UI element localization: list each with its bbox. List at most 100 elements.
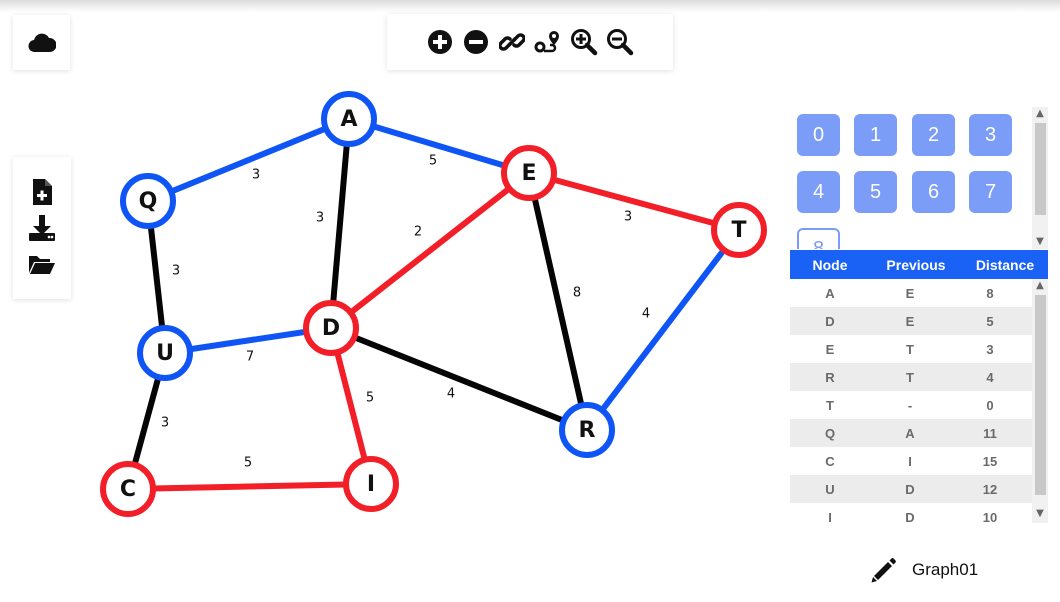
edge-D-R[interactable] [329, 325, 589, 433]
edge-E-T[interactable] [528, 170, 740, 233]
edge-weight-D-R: 4 [447, 387, 455, 402]
cell-distance: 4 [986, 370, 994, 385]
node-circle-I[interactable] [343, 456, 399, 512]
scroll-down-arrow-icon[interactable]: ▼ [1036, 508, 1044, 519]
edge-A-D[interactable] [328, 118, 352, 329]
scroll-down-arrow-icon[interactable]: ▼ [1036, 236, 1044, 247]
zoom-in-icon[interactable] [570, 28, 598, 56]
node-button-3[interactable]: 3 [969, 114, 1012, 156]
cell-previous: I [908, 454, 912, 469]
cell-previous: D [905, 482, 915, 497]
node-R[interactable]: R [559, 402, 615, 458]
cell-node: A [825, 286, 835, 301]
node-circle-U[interactable] [137, 325, 193, 381]
link-icon[interactable] [498, 28, 526, 56]
download-icon[interactable] [27, 214, 57, 242]
node-label-U: U [156, 341, 174, 366]
edge-weight-U-D: 7 [246, 350, 254, 365]
cell-distance: 8 [986, 286, 994, 301]
node-picker-scrollbar[interactable]: ▲ ▼ [1032, 107, 1048, 249]
scroll-thumb[interactable] [1035, 123, 1046, 215]
pencil-icon[interactable] [870, 556, 898, 584]
folder-open-icon[interactable] [27, 250, 57, 278]
cell-distance: 15 [982, 454, 998, 469]
node-button-1[interactable]: 1 [854, 114, 897, 156]
top-edge-shadow [0, 0, 1060, 12]
scroll-up-arrow-icon[interactable]: ▲ [1036, 280, 1044, 291]
node-label-E: E [521, 161, 536, 186]
node-label-Q: Q [139, 189, 158, 214]
table-scrollbar[interactable]: ▲ ▼ [1032, 279, 1048, 523]
node-label-T: T [731, 218, 746, 243]
node-button-4[interactable]: 4 [797, 171, 840, 213]
zoom-out-icon[interactable] [606, 28, 634, 56]
node-Q[interactable]: Q [120, 173, 176, 229]
node-C[interactable]: C [100, 461, 156, 517]
node-circle-C[interactable] [100, 461, 156, 517]
header-previous[interactable]: Previous [886, 257, 946, 273]
scroll-up-arrow-icon[interactable]: ▲ [1036, 108, 1044, 119]
cell-previous: T [906, 342, 914, 357]
edge-weight-E-R: 8 [573, 286, 581, 301]
cell-previous: T [906, 370, 914, 385]
node-button-7[interactable]: 7 [969, 171, 1012, 213]
cell-distance: 3 [986, 342, 994, 357]
node-button-5[interactable]: 5 [854, 171, 897, 213]
edge-C-I[interactable] [127, 481, 372, 492]
node-E[interactable]: E [501, 145, 557, 201]
edge-T-R[interactable] [584, 228, 742, 432]
cell-distance: 11 [983, 426, 997, 441]
node-button-2[interactable]: 2 [912, 114, 955, 156]
cell-node: C [825, 454, 835, 469]
edges-layer [125, 116, 742, 492]
route-icon[interactable] [534, 28, 562, 56]
node-circle-T[interactable] [711, 202, 767, 258]
node-U[interactable]: U [137, 325, 193, 381]
scroll-thumb[interactable] [1035, 295, 1046, 495]
new-file-icon[interactable] [27, 178, 57, 206]
table-row[interactable]: C I 15 [790, 447, 1032, 475]
edge-Q-A[interactable] [146, 116, 351, 204]
node-circle-A[interactable] [321, 91, 377, 147]
plus-circle-icon[interactable] [426, 28, 454, 56]
node-circle-D[interactable] [303, 300, 359, 356]
cell-previous: E [905, 314, 915, 329]
table-row[interactable]: T-0 [790, 391, 1032, 419]
table-header: Node Previous Distance [790, 250, 1048, 279]
header-distance[interactable]: Distance [975, 257, 1035, 273]
node-T[interactable]: T [711, 202, 767, 258]
node-label-A: A [340, 107, 357, 132]
minus-circle-icon[interactable] [462, 28, 490, 56]
edge-weight-Q-U: 3 [172, 264, 180, 279]
edge-E-R[interactable] [526, 172, 590, 431]
cell-previous: A [905, 426, 915, 441]
node-A[interactable]: A [321, 91, 377, 147]
header-node[interactable]: Node [812, 257, 848, 273]
cell-distance: 0 [986, 398, 994, 413]
node-I[interactable]: I [343, 456, 399, 512]
node-circle-Q[interactable] [120, 173, 176, 229]
edge-weight-T-R: 4 [642, 307, 650, 322]
node-circle-E[interactable] [501, 145, 557, 201]
edge-weight-D-I: 5 [366, 391, 374, 406]
node-button-0[interactable]: 0 [797, 114, 840, 156]
cloud-panel [13, 15, 70, 70]
graph-name-panel: Graph01 [862, 547, 1012, 593]
node-button-8[interactable]: 8 [797, 228, 840, 249]
graph-name[interactable]: Graph01 [912, 560, 979, 579]
node-button-6[interactable]: 6 [912, 171, 955, 213]
cloud-icon[interactable] [28, 33, 56, 53]
edge-E-D[interactable] [329, 170, 531, 331]
node-circle-R[interactable] [559, 402, 615, 458]
node-D[interactable]: D [303, 300, 359, 356]
edge-A-E[interactable] [348, 116, 530, 176]
